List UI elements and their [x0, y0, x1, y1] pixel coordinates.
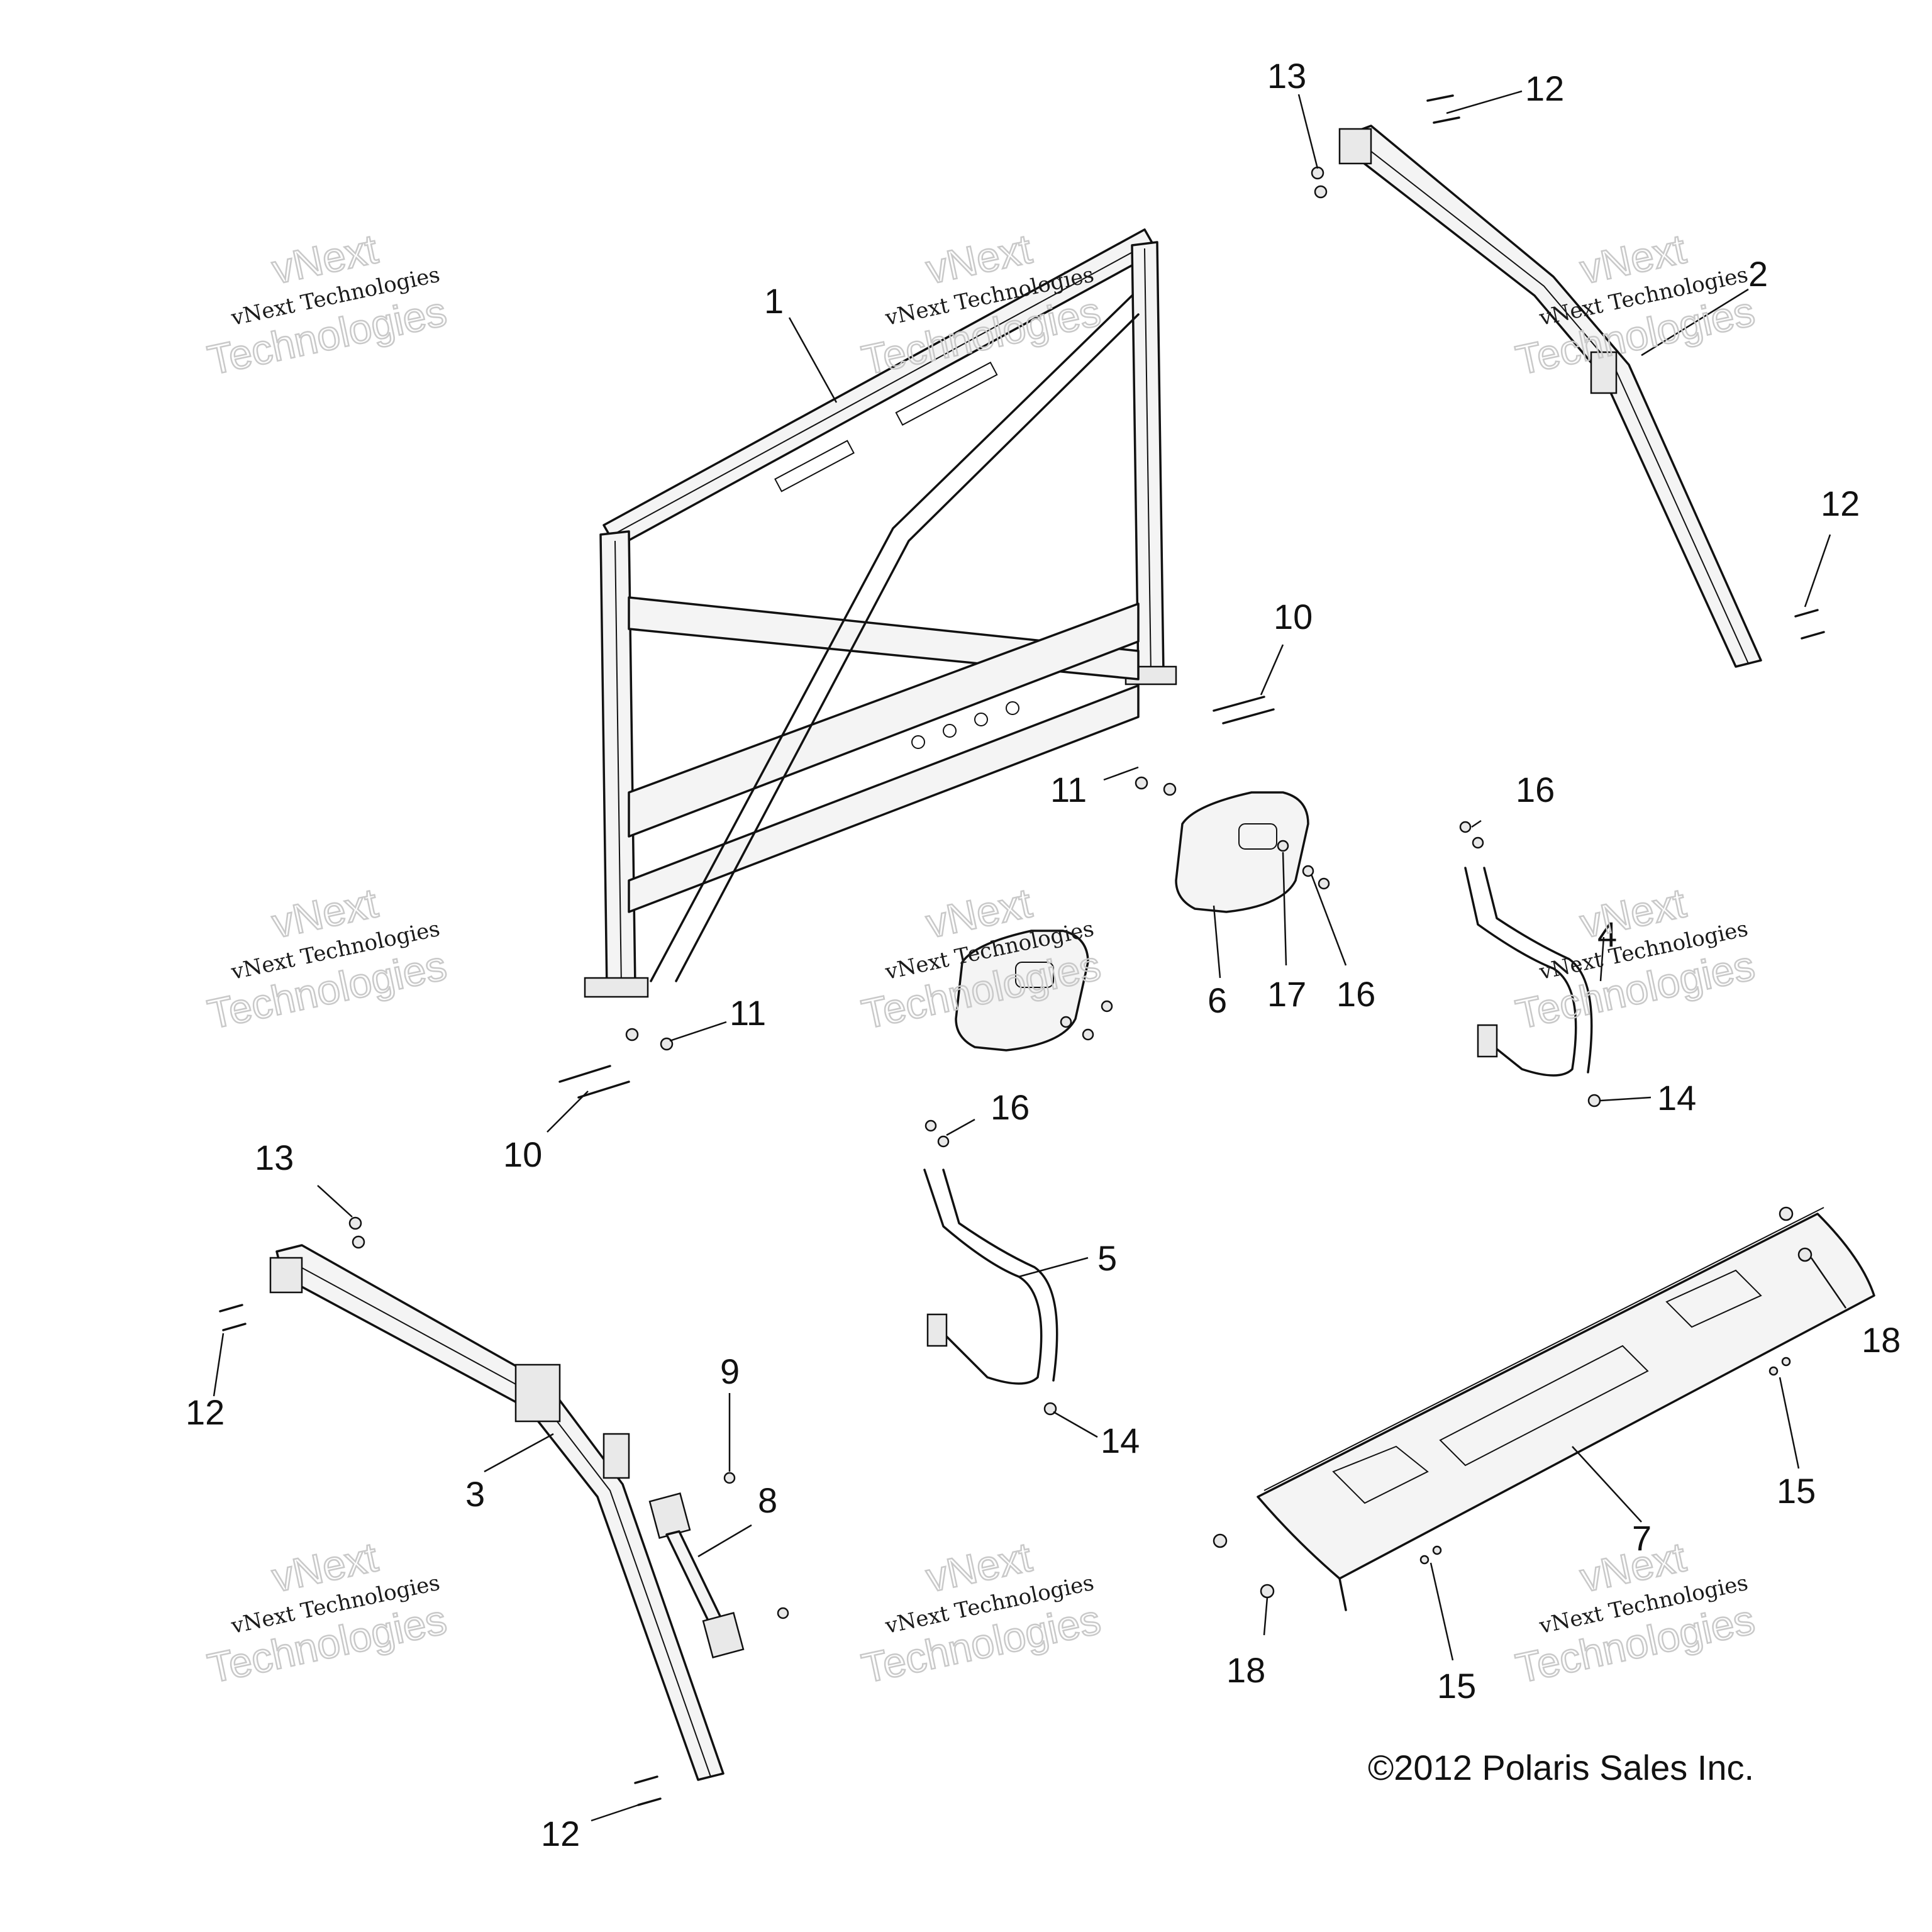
watermark-bottom-left: vNext vNext Technologies Technologies: [203, 1533, 452, 1692]
callout-15-right: 15: [1777, 1471, 1816, 1511]
callout-10-lower: 10: [503, 1135, 542, 1174]
callout-18-bottom: 18: [1226, 1650, 1265, 1690]
callout-18-right: 18: [1862, 1320, 1901, 1360]
callout-2: 2: [1748, 254, 1768, 294]
watermark-mid-left: vNext vNext Technologies Technologies: [203, 879, 452, 1038]
callout-9: 9: [720, 1352, 740, 1391]
part-5-left-grab-handle: [923, 1169, 1058, 1385]
part-1-rear-frame: [584, 228, 1177, 998]
callout-16-upper: 16: [1516, 770, 1555, 809]
callout-11-lower: 11: [730, 993, 766, 1033]
callout-12-right: 12: [1821, 484, 1860, 523]
part-2-right-roll-bar: [1338, 125, 1762, 668]
callout-8: 8: [758, 1480, 777, 1520]
callout-14-right: 14: [1657, 1078, 1696, 1118]
callout-12-left: 12: [186, 1392, 225, 1432]
watermark-mid-right: vNext vNext Technologies Technologies: [1511, 879, 1760, 1038]
leader-lines: [213, 90, 1847, 1822]
callout-13-top: 13: [1267, 56, 1306, 96]
callout-15-bottom: 15: [1437, 1666, 1476, 1706]
part-8-strut: [648, 1492, 745, 1658]
part-4-right-grab-handle: [1464, 867, 1593, 1077]
watermark-bottom-center: vNext vNext Technologies Technologies: [857, 1533, 1106, 1692]
part-6-pad-lower: [955, 930, 1089, 1052]
hardware-fasteners: [219, 94, 1825, 1806]
callout-17: 17: [1267, 974, 1306, 1014]
part-3-left-roll-bar: [269, 1244, 724, 1781]
callout-5: 5: [1097, 1238, 1117, 1278]
callout-4: 4: [1597, 914, 1617, 954]
callout-6: 6: [1208, 980, 1227, 1020]
watermark-bottom-right: vNext vNext Technologies Technologies: [1511, 1533, 1760, 1692]
callout-13-left: 13: [255, 1138, 294, 1177]
callout-1: 1: [764, 281, 784, 321]
callout-16-lower: 16: [991, 1087, 1030, 1127]
part-6-pad-upper: [1175, 791, 1309, 913]
callout-12-top: 12: [1525, 69, 1564, 108]
callout-10-upper: 10: [1274, 597, 1313, 636]
callout-16-pad: 16: [1336, 974, 1375, 1014]
callouts: 1 2 3 4 5 6 7 8 9 10 10 11 11 12 12 12 1…: [186, 56, 1901, 1853]
copyright-notice: ©2012 Polaris Sales Inc.: [1368, 1748, 1754, 1787]
part-7-rear-panel: [1257, 1207, 1875, 1611]
callout-14-left: 14: [1101, 1421, 1140, 1460]
callout-3: 3: [465, 1474, 485, 1514]
callout-7: 7: [1632, 1518, 1652, 1558]
callout-11-upper: 11: [1050, 770, 1087, 809]
callout-12-bottom: 12: [541, 1814, 580, 1853]
watermark-top-left: vNext vNext Technologies Technologies: [203, 225, 452, 384]
